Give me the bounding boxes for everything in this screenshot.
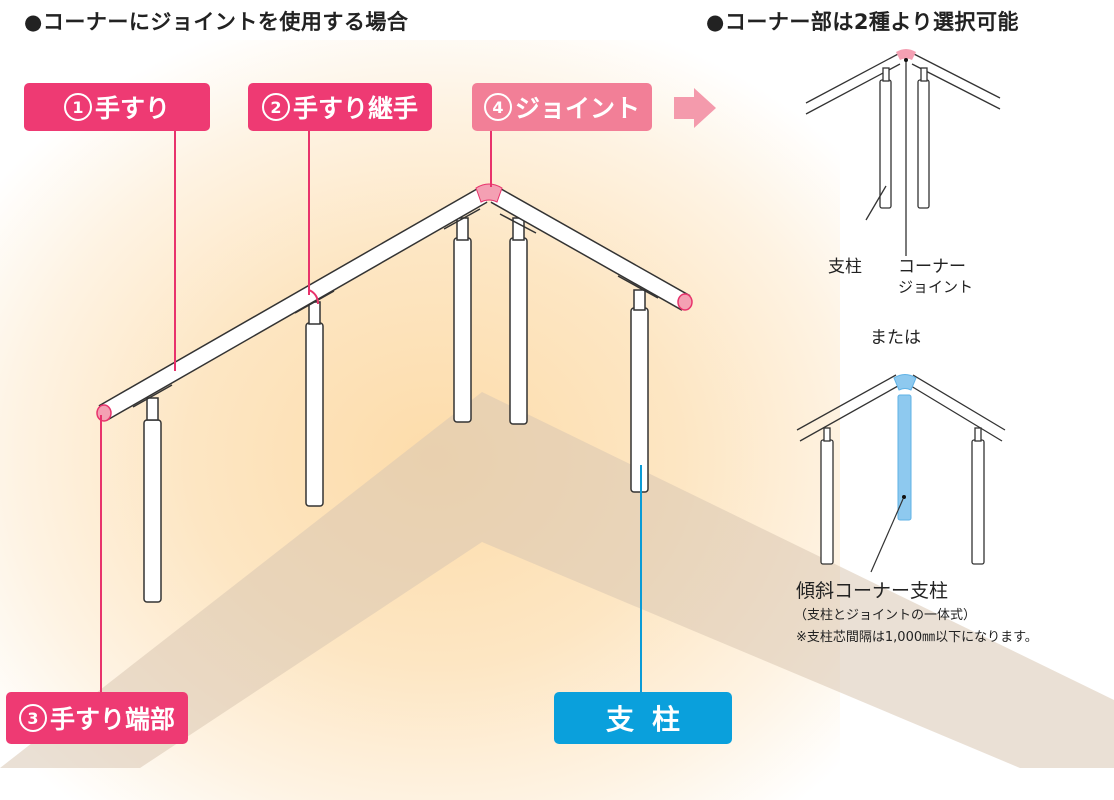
left-heading: ●コーナーにジョイントを使用する場合 xyxy=(24,10,409,34)
tag-joint-label: ジョイント xyxy=(514,94,640,123)
tag-handrail-splice: 2 手すり継手 xyxy=(248,83,432,131)
leader-handrail-end xyxy=(100,415,102,692)
corner-post-blue xyxy=(897,394,912,521)
or-text: または xyxy=(870,328,921,348)
corner-joint xyxy=(475,183,503,203)
tag-joint: 4 ジョイント xyxy=(472,83,652,131)
tag-handrail-end: 3 手すり端部 xyxy=(6,692,188,744)
number-badge-2: 2 xyxy=(261,93,290,121)
corner-joint-label-1: コーナー xyxy=(898,257,966,277)
tag-post: 支柱 xyxy=(554,692,732,744)
option1-drawing xyxy=(805,52,1001,256)
floor-shadow xyxy=(0,392,1114,768)
handrail-illustration xyxy=(0,49,1114,768)
tag-handrail-end-label: 手すり端部 xyxy=(49,705,175,734)
right-heading: ●コーナー部は2種より選択可能 xyxy=(706,10,1020,34)
post-spacing-note: ※支柱芯間隔は1,000㎜以下になります。 xyxy=(796,630,1038,645)
left-handrail xyxy=(98,187,488,421)
leader-joint xyxy=(490,131,492,187)
handrail-splice xyxy=(308,289,319,305)
option2-drawing xyxy=(796,374,1006,565)
number-badge-4: 4 xyxy=(483,93,512,121)
tag-handrail: 1 手すり xyxy=(24,83,210,131)
post-label: 支柱 xyxy=(828,257,862,277)
tag-handrail-label: 手すり xyxy=(94,94,170,123)
tag-post-label: 支柱 xyxy=(605,703,698,736)
number-badge-1: 1 xyxy=(63,93,92,121)
leader-splice xyxy=(308,131,310,295)
leader-handrail xyxy=(174,131,176,371)
posts xyxy=(143,217,649,603)
right-arrow-icon xyxy=(674,88,716,128)
corner-joint-label-2: ジョイント xyxy=(898,278,974,296)
sloped-corner-post-title: 傾斜コーナー支柱 xyxy=(796,580,949,602)
option1-joint xyxy=(896,49,916,60)
number-badge-3: 3 xyxy=(18,704,47,732)
sloped-corner-post-subtitle: （支柱とジョイントの一体式） xyxy=(794,608,977,623)
leader-post xyxy=(640,465,642,692)
tag-handrail-splice-label: 手すり継手 xyxy=(292,94,418,123)
right-handrail xyxy=(490,187,691,311)
end-cap-right xyxy=(677,293,693,311)
